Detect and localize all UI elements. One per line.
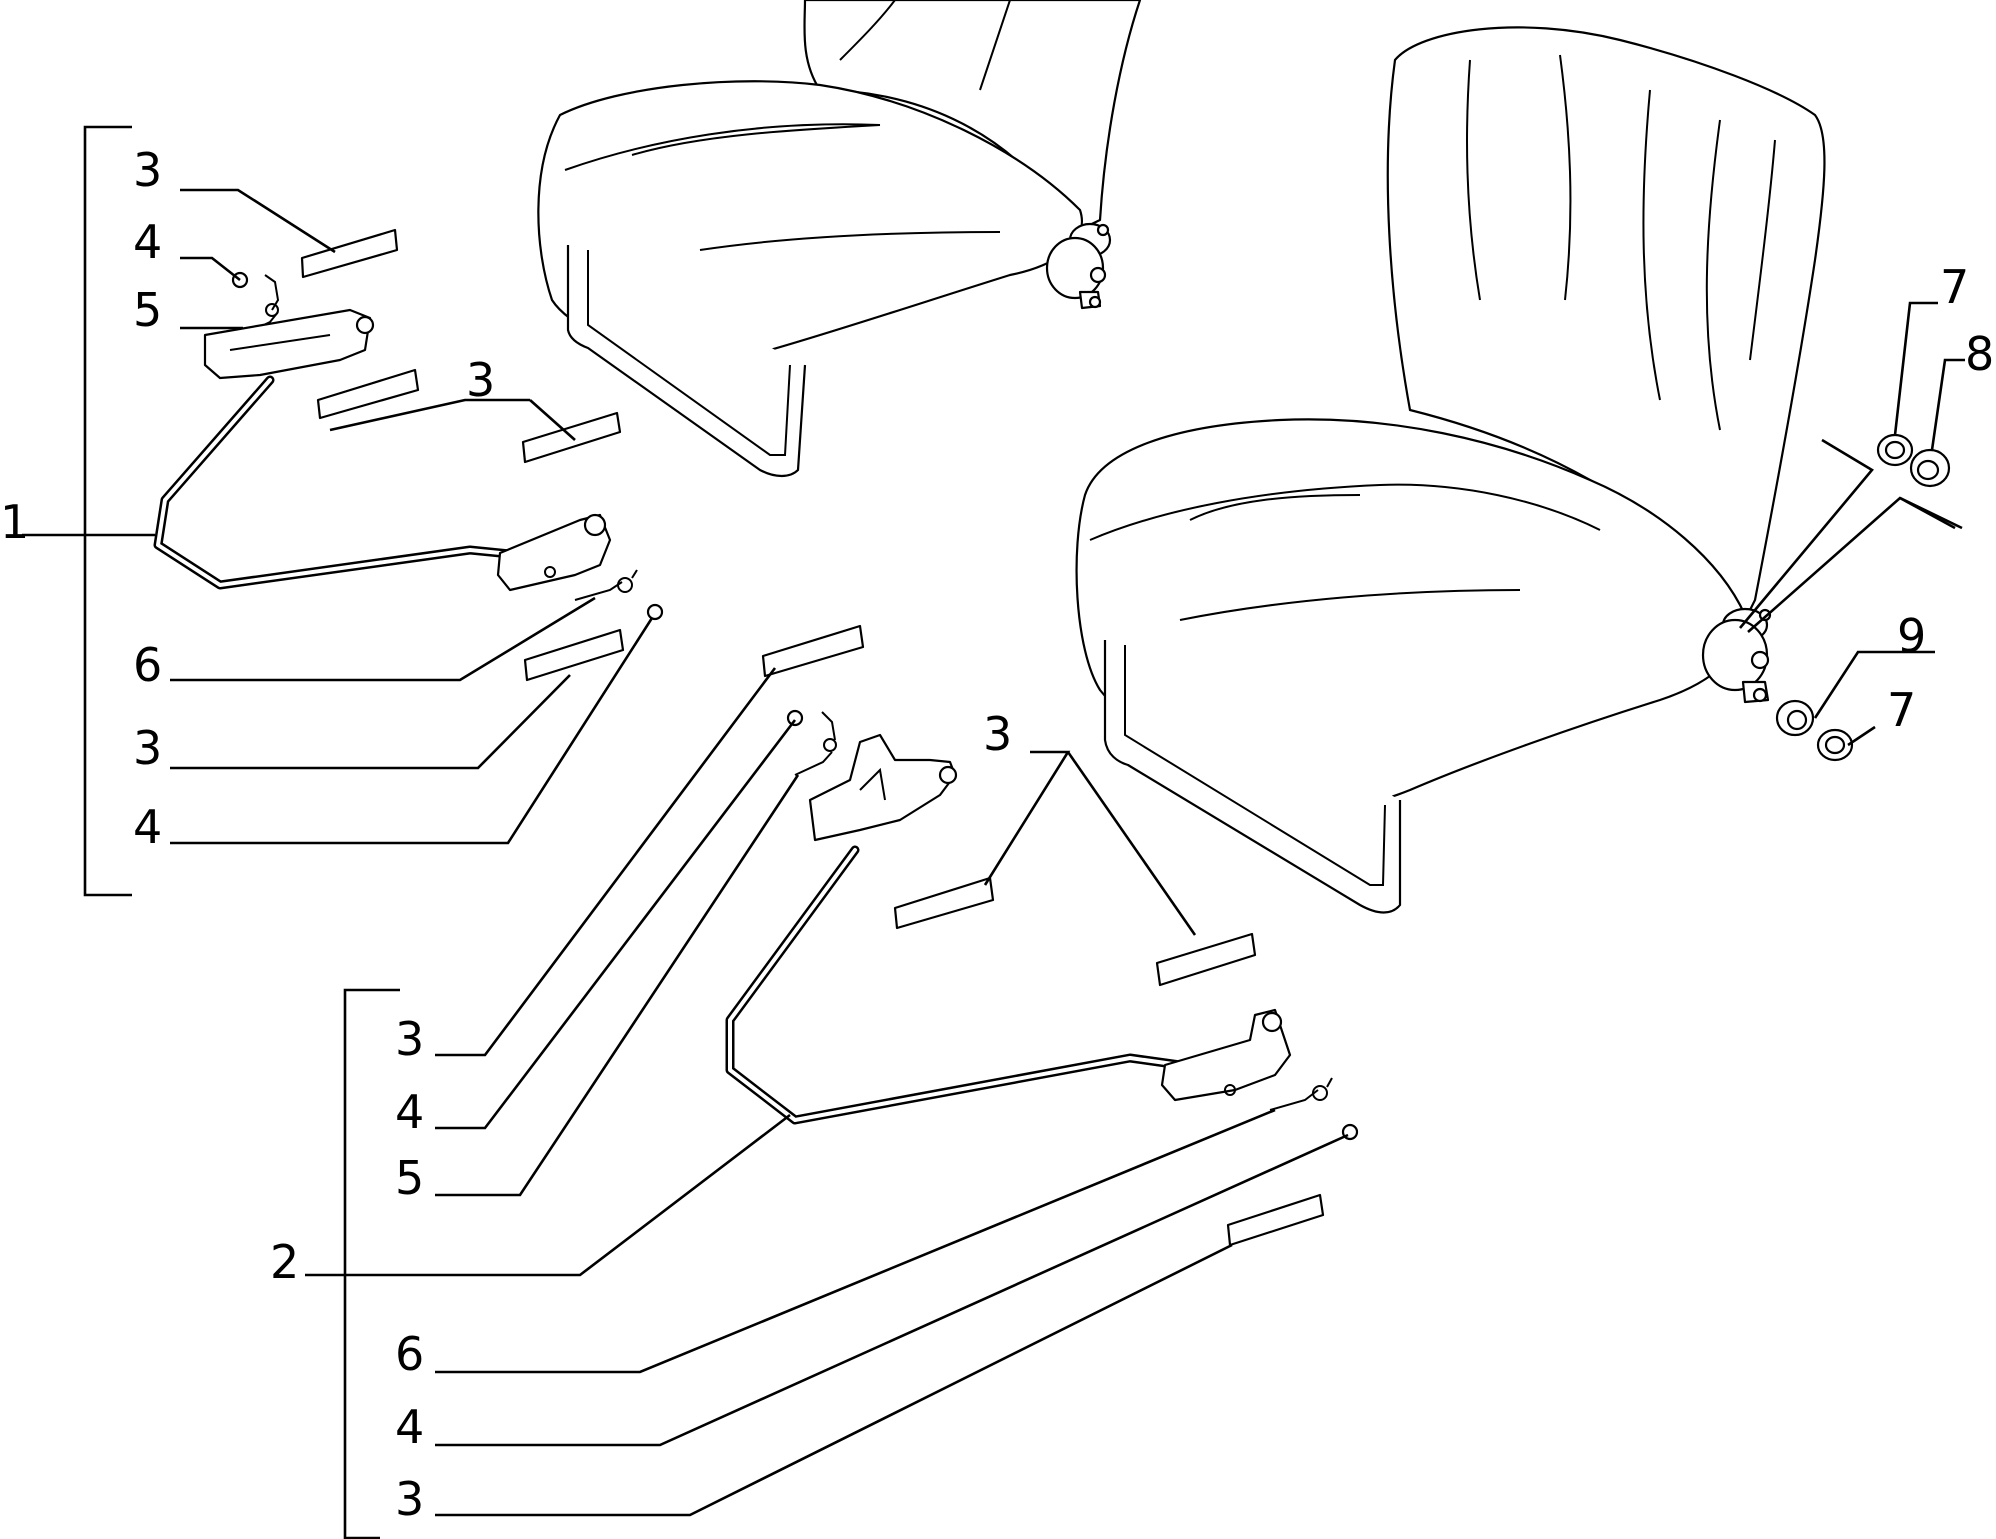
callout-r-8: 8 (1965, 327, 1994, 381)
washer-parts (1775, 433, 1951, 762)
callout-r-7b: 7 (1887, 683, 1916, 737)
callout-g2-5: 5 (395, 1151, 424, 1205)
front-seat-drawing (1075, 26, 1826, 914)
callout-g2-4a: 4 (395, 1085, 424, 1139)
callout-g2-6: 6 (395, 1327, 424, 1381)
callout-g1-3b: 3 (466, 353, 495, 407)
callout-mid-3: 3 (983, 707, 1012, 761)
callout-g1-6: 6 (133, 638, 162, 692)
callout-g1-3a: 3 (133, 143, 162, 197)
callout-g2-3a: 3 (395, 1012, 424, 1066)
rear-seat-drawing (537, 0, 1142, 478)
callout-g2-3b: 3 (395, 1472, 424, 1526)
callout-g1-4a: 4 (133, 215, 162, 269)
callout-g1-5: 5 (133, 283, 162, 337)
callout-r-9: 9 (1897, 609, 1926, 663)
callout-labels: 3 4 5 3 1 6 3 4 7 8 9 7 3 3 4 5 2 6 4 3 (0, 143, 1994, 1526)
slide-assembly-1-parts (153, 228, 664, 682)
callout-r-7a: 7 (1940, 260, 1969, 314)
slide-assembly-2-parts (725, 624, 1359, 1247)
callout-g2-2: 2 (270, 1235, 299, 1289)
callout-g1-3c: 3 (133, 721, 162, 775)
callout-g2-4b: 4 (395, 1400, 424, 1454)
callout-g1-1: 1 (0, 495, 29, 549)
leader-lines (22, 125, 1965, 1539)
callout-g1-4b: 4 (133, 800, 162, 854)
